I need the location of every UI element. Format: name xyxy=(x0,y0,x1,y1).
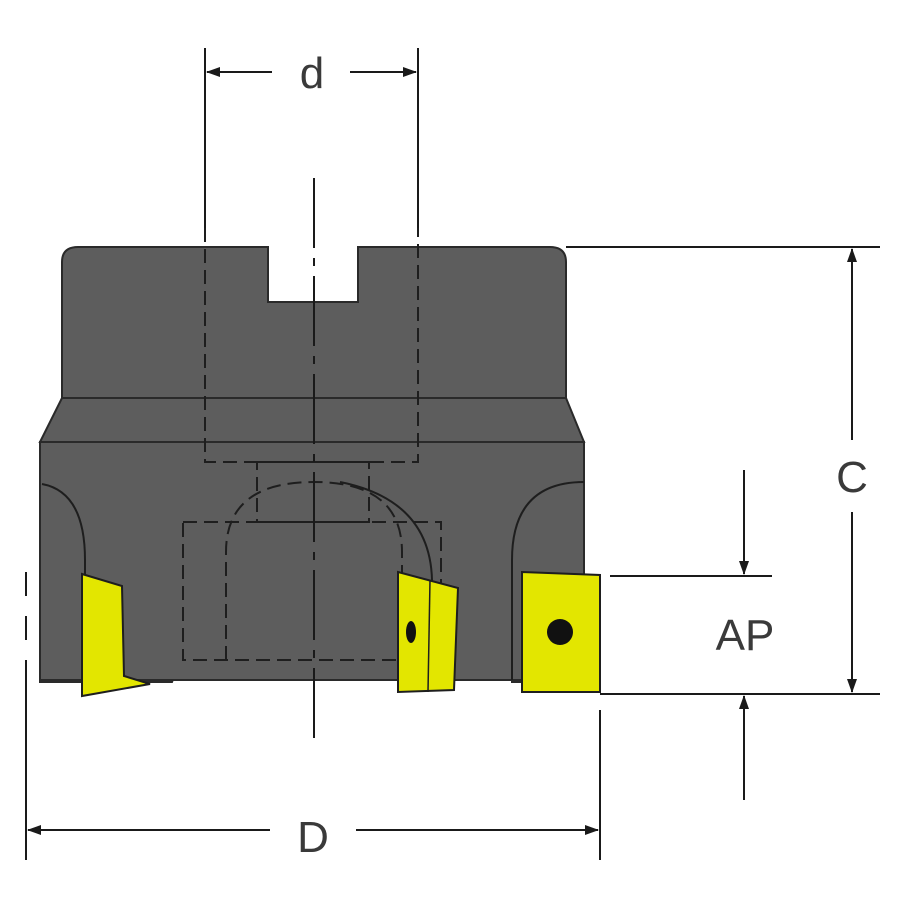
inserts xyxy=(81,570,601,698)
dimension-ap xyxy=(610,470,772,800)
dimension-d xyxy=(204,48,419,228)
cutter-body xyxy=(38,178,586,744)
insert-right-screw xyxy=(547,619,573,645)
insert-center xyxy=(397,570,460,694)
insert-center-screw xyxy=(406,621,416,643)
chip-pocket-center xyxy=(339,481,433,682)
dimension-c-label: C xyxy=(836,453,868,502)
chip-pocket-left xyxy=(41,483,86,578)
chip-pocket-right xyxy=(511,481,585,680)
insert-left xyxy=(81,572,151,698)
dimension-ap-label: AP xyxy=(716,611,775,660)
dimension-d-label: d xyxy=(300,49,324,98)
dimension-D-label: D xyxy=(297,813,329,862)
dimension-D xyxy=(25,572,601,860)
chamfer-band xyxy=(38,397,586,443)
dimension-c xyxy=(566,246,880,695)
